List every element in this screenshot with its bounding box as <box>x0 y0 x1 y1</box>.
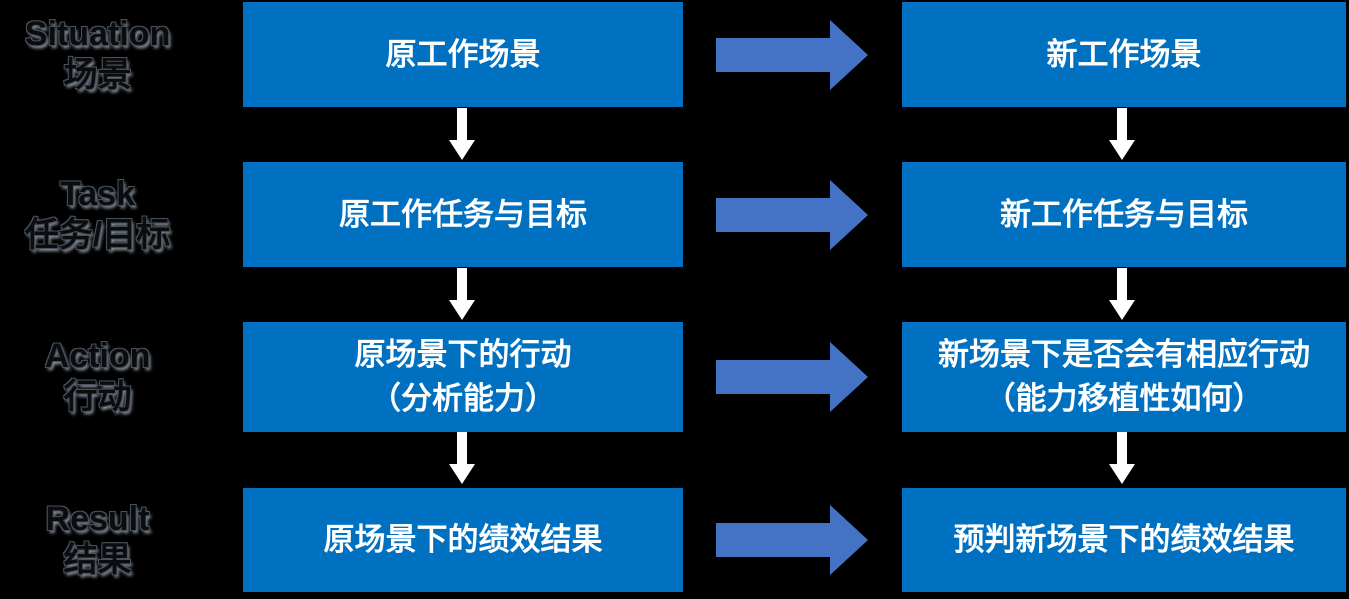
right-arrow-icon <box>716 505 868 575</box>
box-text-line: （能力移植性如何） <box>984 381 1264 416</box>
right-arrow-icon <box>716 180 868 250</box>
new-box-situation: 新工作场景 <box>902 2 1346 107</box>
row-label-result: Result 结果 <box>0 488 195 592</box>
box-text-line: 新工作场景 <box>1046 36 1202 72</box>
row-label-action: Action 行动 <box>0 322 195 432</box>
down-arrow-icon <box>1109 432 1135 484</box>
row-label-zh: 场景 <box>63 55 132 94</box>
row-label-en: Task <box>60 174 135 213</box>
box-text-line: 原场景下的行动 <box>354 337 572 372</box>
row-label-zh: 结果 <box>63 541 132 579</box>
row-label-task: Task 任务/目标 <box>0 162 195 267</box>
down-arrow-icon <box>1109 108 1135 160</box>
row-label-en: Action <box>44 337 151 375</box>
old-box-situation: 原工作场景 <box>243 2 683 107</box>
row-label-situation: Situation 场景 <box>0 2 195 107</box>
box-text-line: 原工作任务与目标 <box>339 196 587 232</box>
box-text-line: 新工作任务与目标 <box>1000 196 1248 232</box>
down-arrow-icon <box>449 432 475 484</box>
new-box-action: 新场景下是否会有相应行动 （能力移植性如何） <box>902 322 1346 432</box>
row-label-en: Situation <box>24 14 171 53</box>
box-text-line: （分析能力） <box>370 381 556 416</box>
right-arrow-icon <box>716 342 868 412</box>
row-label-en: Result <box>45 500 150 538</box>
old-box-action: 原场景下的行动 （分析能力） <box>243 322 683 432</box>
new-box-task: 新工作任务与目标 <box>902 162 1346 267</box>
box-text-line: 原场景下的绩效结果 <box>323 522 603 557</box>
right-arrow-icon <box>716 20 868 90</box>
down-arrow-icon <box>449 268 475 320</box>
down-arrow-icon <box>449 108 475 160</box>
old-box-result: 原场景下的绩效结果 <box>243 488 683 592</box>
box-text-line: 原工作场景 <box>385 36 541 72</box>
down-arrow-icon <box>1109 268 1135 320</box>
box-text-line: 预判新场景下的绩效结果 <box>953 522 1295 557</box>
new-box-result: 预判新场景下的绩效结果 <box>902 488 1346 592</box>
box-text-line: 新场景下是否会有相应行动 <box>938 337 1310 372</box>
old-box-task: 原工作任务与目标 <box>243 162 683 267</box>
row-label-zh: 行动 <box>63 378 132 416</box>
row-label-zh: 任务/目标 <box>24 215 171 254</box>
